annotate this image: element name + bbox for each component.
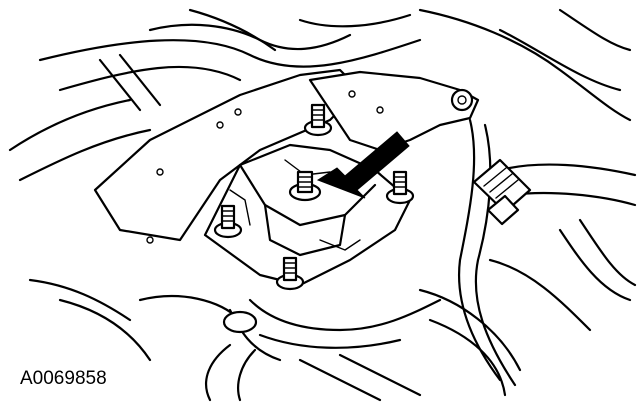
mount-studs	[213, 103, 415, 291]
stud-bottom	[275, 256, 305, 291]
electrical-connector	[472, 158, 532, 226]
upper-bracket	[308, 70, 480, 152]
stud-left	[213, 204, 243, 239]
stud-top-left	[303, 103, 333, 137]
background-hoses	[8, 8, 632, 182]
wiring-harness	[418, 118, 637, 397]
stud-center	[288, 170, 322, 202]
mount-plate	[93, 68, 362, 244]
figure-identifier: A0069858	[20, 368, 107, 389]
stud-right	[385, 170, 415, 205]
lower-components	[28, 278, 442, 402]
arrow-icon	[316, 131, 410, 199]
